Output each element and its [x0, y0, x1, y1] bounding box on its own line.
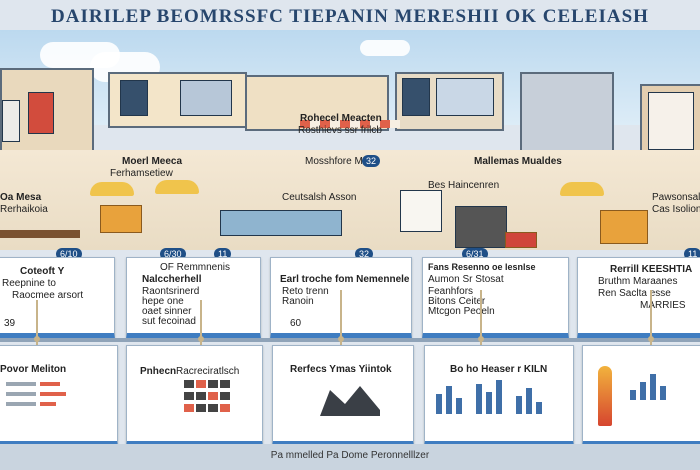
- connector-dot: [648, 336, 654, 342]
- lamp: [155, 180, 199, 194]
- street-label: Mosshfore Mehh: [305, 156, 380, 167]
- window: [180, 80, 232, 116]
- info-card[interactable]: [0, 257, 115, 339]
- card-badge: 60: [290, 318, 302, 329]
- bar-chart-thumbnail: [630, 374, 690, 400]
- window: [648, 92, 694, 150]
- street-label: Pawsonsal: [652, 192, 700, 203]
- window: [120, 80, 148, 116]
- info-card[interactable]: [126, 257, 261, 339]
- window: [28, 92, 54, 134]
- rocket-icon: [598, 366, 612, 426]
- card-title: Pnhecn: [140, 366, 177, 377]
- street-label: Rosthievs ssr frilcb: [298, 125, 382, 136]
- connector-dot: [338, 336, 344, 342]
- street-label: Oa Mesa: [0, 192, 42, 203]
- card-line: hepe one: [142, 296, 184, 307]
- card-line: sut fecoinad: [142, 316, 196, 327]
- info-card[interactable]: [0, 345, 118, 447]
- card-line: Mtcgon Peoeln: [428, 306, 495, 317]
- street-label: Rerhaikoia: [0, 204, 48, 215]
- card-title: Fans Resenno oe lesnlse: [428, 262, 536, 272]
- lamp: [90, 182, 134, 196]
- oven: [455, 206, 507, 248]
- card-title: Povor Meliton: [0, 364, 67, 375]
- street-label: Cas Isolion: [652, 204, 700, 215]
- divider: [0, 338, 700, 342]
- card-line: Ren Saclta esse: [598, 288, 671, 299]
- card-line: Raocmee arsort: [12, 290, 84, 301]
- card-subtitle: OF Remmnenis: [160, 262, 231, 273]
- street-label: Bes Haincenren: [428, 180, 500, 191]
- window: [402, 78, 430, 116]
- street-label: Ceutsalsh Asson: [282, 192, 357, 203]
- connector-dot: [198, 336, 204, 342]
- connector-dot: [478, 336, 484, 342]
- info-card[interactable]: [422, 257, 569, 339]
- line-chart-thumbnail: [320, 386, 380, 416]
- street-label: Rohecel Meacten: [300, 113, 382, 124]
- lamp: [560, 182, 604, 196]
- crate: [600, 210, 648, 244]
- footer-caption: Pa mmelled Pa Dome Peronnelllzer: [270, 450, 430, 461]
- street-label: Ferhamsetiew: [110, 168, 173, 179]
- window: [2, 100, 20, 142]
- card-title: Nalccherhell: [142, 274, 202, 285]
- counter: [220, 210, 342, 236]
- bar-chart-thumbnail: [436, 380, 556, 414]
- cloud: [360, 40, 410, 56]
- page-title: DAIRILEP BEOMRSSFC TIEPANIN MERESHII OK …: [51, 6, 649, 27]
- shelf: [0, 230, 80, 238]
- card-line: 39: [4, 318, 16, 329]
- card-line: Feanhfors: [428, 286, 474, 297]
- display-board: [400, 190, 442, 232]
- card-line: Reepnine to: [2, 278, 56, 289]
- card-line: oaet sinner: [142, 306, 192, 317]
- card-line: Bitons Ceiter: [428, 296, 486, 307]
- card-line: Ranoin: [282, 296, 314, 307]
- info-card[interactable]: [126, 345, 263, 447]
- street-label: Mallemas Mualdes: [474, 156, 562, 167]
- card-line: Aumon Sr Stosat: [428, 274, 504, 285]
- card-title: Coteoft Y: [20, 266, 65, 277]
- card-title: Bo ho Heaser r KILN: [450, 364, 548, 375]
- street-label: Moerl Meeca: [122, 156, 183, 167]
- footer-band: [0, 444, 700, 470]
- card-line: Bruthm Maraanes: [598, 276, 678, 287]
- window: [436, 78, 494, 116]
- card-subtitle: Racreciratlsch: [176, 366, 240, 377]
- connector-dot: [34, 336, 40, 342]
- card-title: Earl troche fom Nemennele: [280, 274, 410, 285]
- crate: [505, 232, 537, 248]
- card-title: Rerfecs Ymas Yiintok: [290, 364, 392, 375]
- info-card[interactable]: [577, 257, 700, 339]
- count-badge: 32: [362, 155, 381, 167]
- card-line: Raontsrinerd: [142, 286, 200, 297]
- market-street: [0, 150, 700, 250]
- card-line: MARRIES: [640, 300, 686, 311]
- card-line: Reto trenn: [282, 286, 329, 297]
- awning: [300, 120, 400, 128]
- building-far-right: [520, 72, 614, 158]
- crate: [100, 205, 142, 233]
- card-title: Rerrill KEESHTIA: [610, 264, 693, 275]
